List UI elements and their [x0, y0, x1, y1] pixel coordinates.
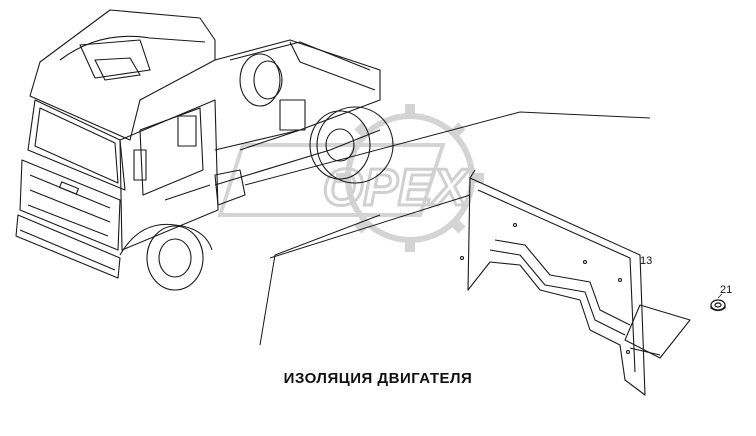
callout-leaders: [717, 293, 723, 299]
watermark-text: OPEX: [323, 159, 471, 217]
truck-drawing: [15, 9, 394, 291]
callout-21: 21: [720, 284, 733, 296]
washer-drawing: [710, 299, 726, 312]
diagram-caption: ИЗОЛЯЦИЯ ДВИГАТЕЛЯ: [283, 370, 473, 387]
callout-13: 13: [640, 255, 653, 267]
leader-lines: [244, 111, 651, 346]
insulation-panel-drawing: [459, 169, 691, 396]
